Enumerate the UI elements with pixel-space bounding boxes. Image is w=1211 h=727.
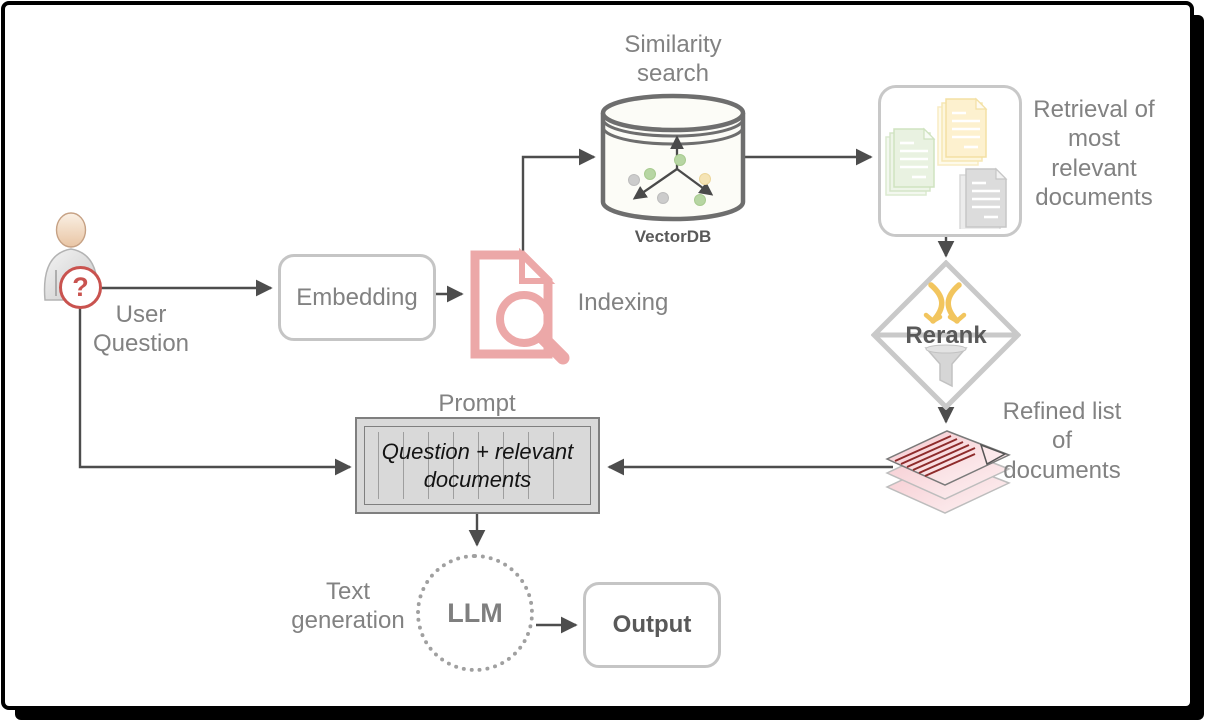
diagram-canvas: ? User Question Embedding Indexing Simil… [1,1,1194,710]
arrow-user-to-prompt [78,308,352,476]
embedding-node: Embedding [278,254,436,341]
refined-documents-icon [885,430,1011,514]
vectordb-cylinder-icon [600,93,746,222]
rerank-diamond [871,260,1021,410]
llm-node: LLM [416,554,534,672]
question-badge-glyph: ? [72,272,89,302]
document-stacks-icon [885,97,1008,229]
retrieved-documents-node [878,85,1022,237]
document-stack-gray-icon [959,167,1008,229]
indexing-label: Indexing [577,289,669,316]
similarity-search-label: Similarity search [624,31,722,88]
output-node: Output [583,582,721,668]
vectordb-label: VectorDB [634,227,712,246]
vector-points [628,154,711,206]
text-generation-label: Text generation [291,578,405,635]
output-label: Output [612,611,692,638]
prompt-content: Question + relevant documents [381,439,574,492]
document-search-icon [470,248,570,365]
rerank-label: Rerank [905,322,987,349]
arrow-indexing-to-vectordb [521,148,596,251]
prompt-lines-decoration [378,432,577,499]
prompt-title: Prompt [438,390,516,417]
funnel-icon [924,344,968,388]
shuffle-icon [923,282,967,324]
user-question-label: User Question [92,301,190,358]
prompt-node: Question + relevant documents [355,417,600,514]
connector-arrows [78,148,955,634]
refined-label: Refined list of documents [1002,398,1122,484]
embedding-label: Embedding [296,283,418,311]
document-stack-yellow-icon [937,97,988,166]
retrieval-label: Retrieval of most relevant documents [1033,96,1155,211]
document-stack-green-icon [885,127,936,196]
question-badge: ? [59,266,102,309]
llm-label: LLM [447,597,503,628]
prompt-inner-frame: Question + relevant documents [364,426,591,505]
